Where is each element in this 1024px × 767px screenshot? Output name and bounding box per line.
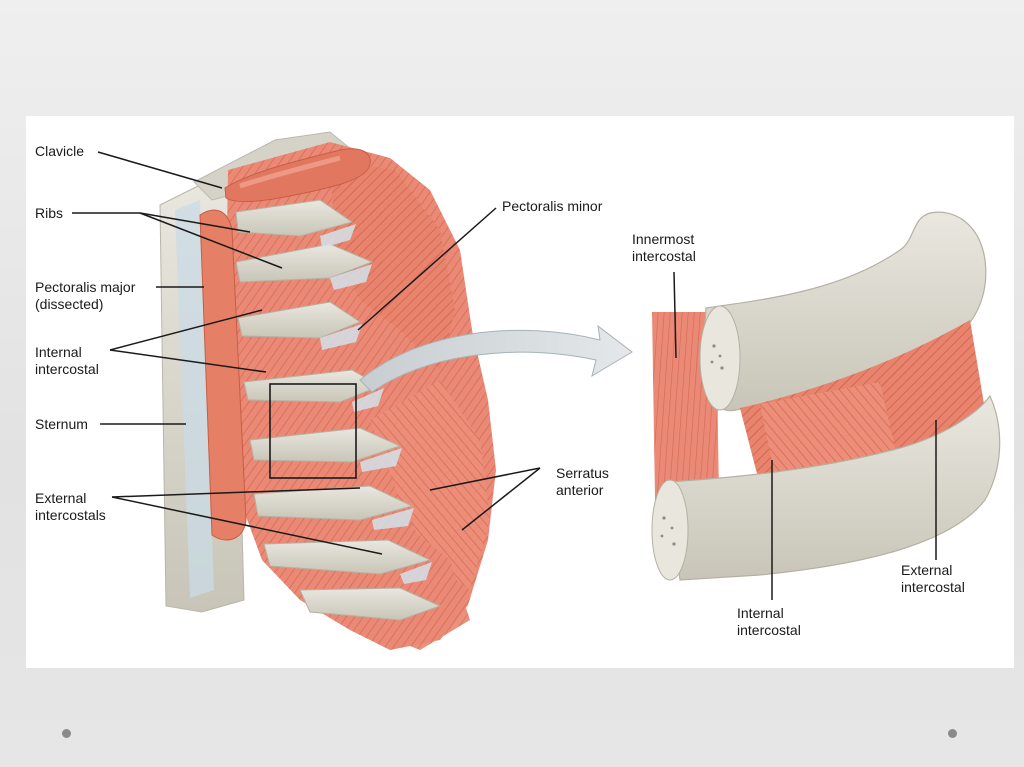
inset-box <box>269 383 357 479</box>
lower-rib <box>667 394 1001 581</box>
label-clavicle: Clavicle <box>35 143 85 159</box>
label-internal-intercostal-left: Internal intercostal <box>35 344 99 377</box>
slide-dot-right <box>948 729 957 738</box>
thoracic-wall <box>159 131 633 650</box>
intercostal-detail <box>651 211 1001 581</box>
label-innermost-intercostal: Innermost intercostal <box>632 231 696 264</box>
label-internal-intercostal-right: Internal intercostal <box>737 605 801 638</box>
slide-dot-left <box>62 729 71 738</box>
label-ribs: Ribs <box>35 205 64 221</box>
label-pectoralis-major: Pectoralis major (dissected) <box>35 279 136 312</box>
leader-lines <box>72 151 937 600</box>
pectoralis-major-strip <box>199 209 247 541</box>
label-external-intercostals: External intercostals <box>35 490 106 523</box>
magnify-arrow <box>359 324 633 393</box>
label-serratus-anterior: Serratus anterior <box>556 465 609 498</box>
label-sternum: Sternum <box>35 416 88 432</box>
label-external-intercostal-right: External intercostal <box>901 562 965 595</box>
label-pectoralis-minor: Pectoralis minor <box>502 198 603 214</box>
rib-group <box>235 199 442 621</box>
